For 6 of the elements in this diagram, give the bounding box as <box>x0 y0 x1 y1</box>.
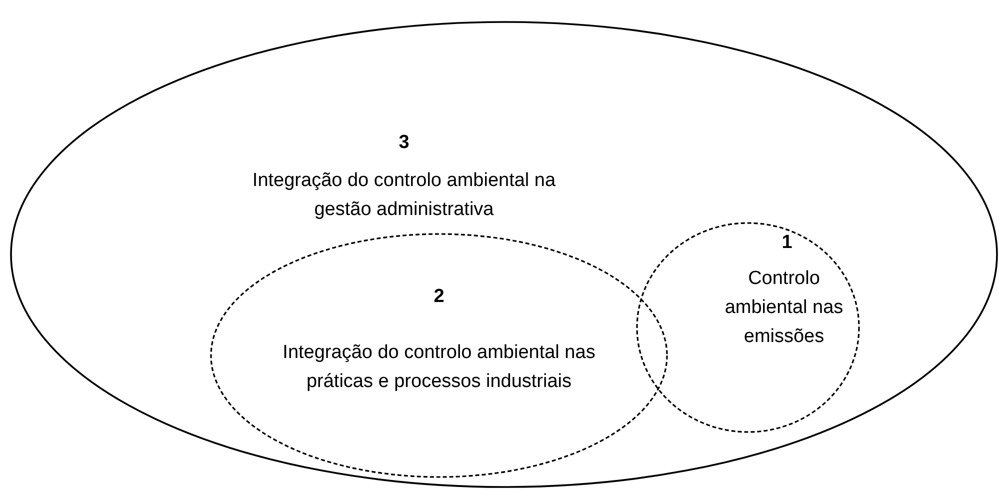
region-number: 1 <box>780 231 794 255</box>
region-label: Controlo ambiental nas emissões <box>724 267 844 349</box>
region-label: Integração do controlo ambiental na gestão administrativa <box>251 169 557 222</box>
region-label: Integração do controlo ambiental nas práticas e processos industriais <box>282 341 596 394</box>
region-number: 3 <box>398 131 410 155</box>
region-number: 2 <box>432 285 446 309</box>
